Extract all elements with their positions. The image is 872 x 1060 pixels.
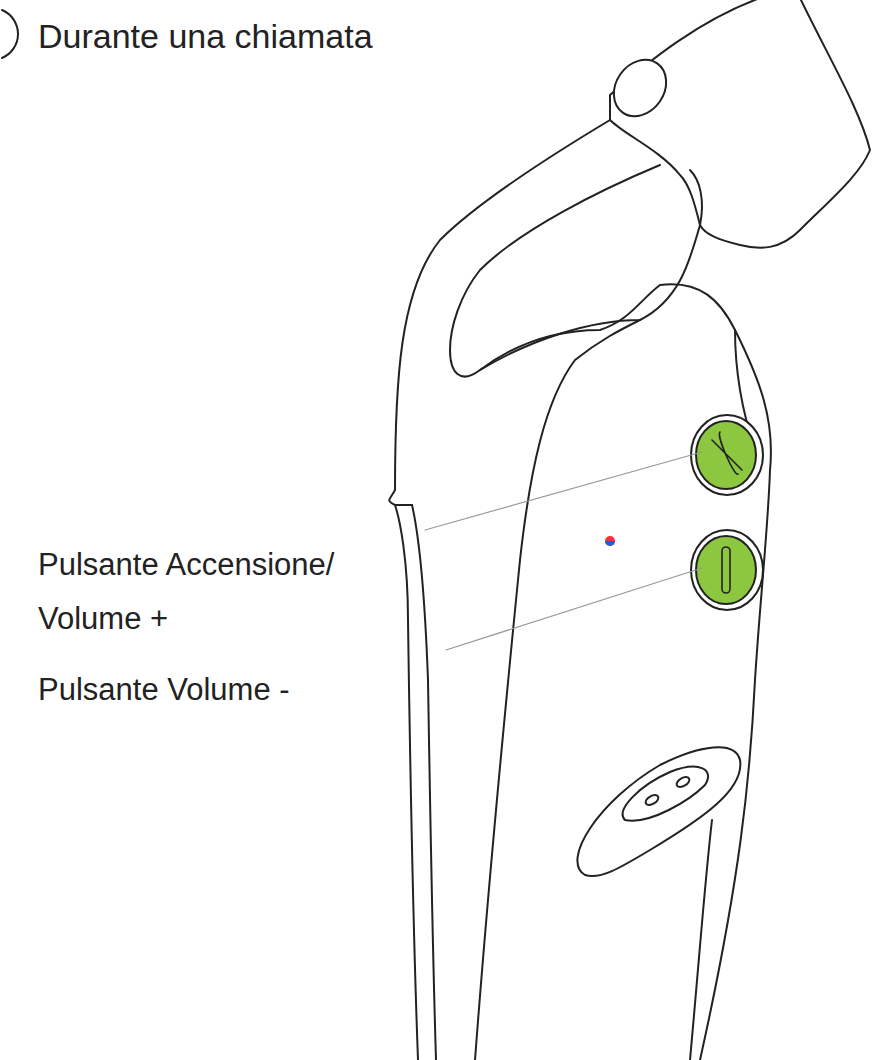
plus-symbol <box>712 432 742 474</box>
heading: Durante una chiamata <box>38 14 373 58</box>
ear-pad <box>610 0 870 248</box>
indicator-led <box>605 536 615 546</box>
charging-port-recess <box>577 747 740 876</box>
body-edge-lower <box>690 820 712 1060</box>
rear-band-inner <box>412 505 436 1060</box>
power-volume-up-button <box>696 421 756 489</box>
volume-down-button <box>696 536 756 604</box>
rear-band-outer <box>395 505 418 1060</box>
step-circle <box>2 10 18 58</box>
button-rim <box>691 415 763 495</box>
body-right <box>480 284 771 1060</box>
charging-pin <box>675 775 691 789</box>
charging-pin <box>644 793 660 807</box>
part-label: Pulsante Volume - <box>38 668 438 712</box>
ear-hook-inner <box>450 165 700 377</box>
leader-line <box>446 568 702 650</box>
indicator-led <box>605 541 615 546</box>
pad-button <box>603 50 677 127</box>
ear-hook-outer <box>389 120 610 505</box>
minus-symbol <box>722 547 730 593</box>
part-label: Pulsante Accensione/ Volume + <box>38 538 378 646</box>
leader-line <box>425 452 702 530</box>
button-rim <box>691 530 763 610</box>
rear-band-join <box>395 504 412 506</box>
pad-edge <box>690 170 702 225</box>
charging-port <box>623 767 708 821</box>
body-left <box>475 320 640 1060</box>
